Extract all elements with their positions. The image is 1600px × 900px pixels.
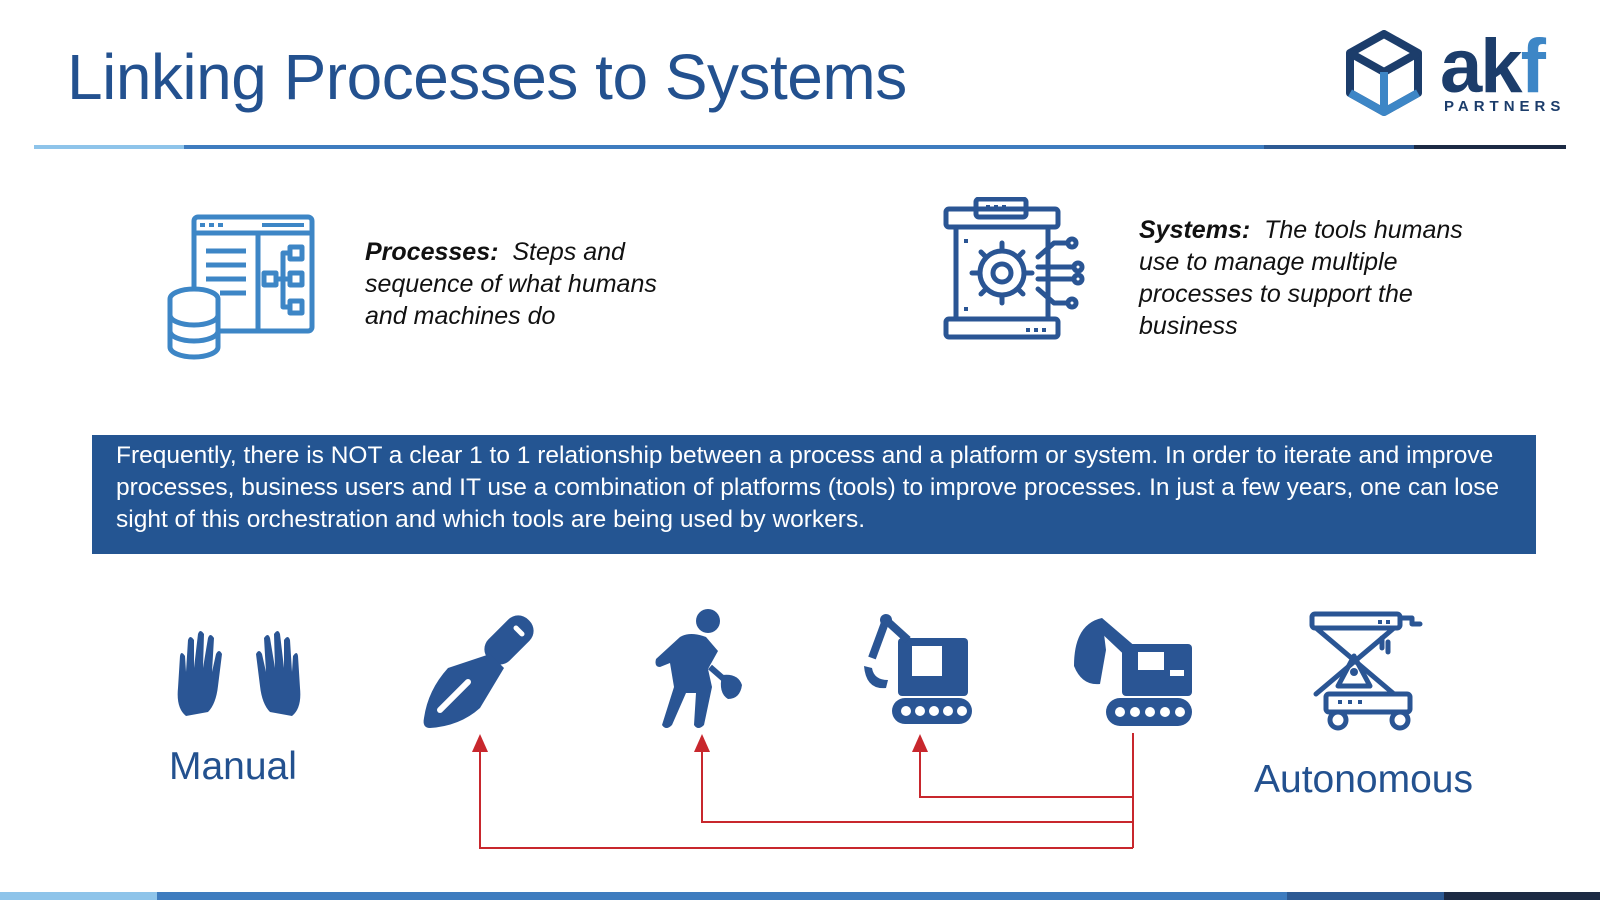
processes-label: Processes:	[365, 238, 499, 266]
autonomous-label: Autonomous	[1254, 758, 1473, 801]
footer-divider	[0, 892, 1600, 900]
systems-label: Systems:	[1139, 216, 1251, 244]
systems-description: Systems: The tools humans use to manage …	[1139, 214, 1509, 342]
worker-shovel-icon	[655, 609, 742, 728]
processes-text: Steps and sequence of what humans and ma…	[365, 238, 657, 330]
banner-text: Frequently, there is NOT a clear 1 to 1 …	[116, 442, 1500, 533]
logo-subtitle: PARTNERS	[1444, 98, 1566, 115]
slide-title: Linking Processes to Systems	[67, 41, 907, 113]
hands-icon	[177, 631, 301, 716]
logo-wordmark: akf	[1440, 24, 1546, 109]
akf-partners-logo: akf PARTNERS	[1344, 24, 1574, 120]
mini-excavator-icon	[864, 614, 972, 724]
excavator-icon	[1074, 618, 1192, 726]
systems-text: The tools humans use to manage multiple …	[1139, 216, 1463, 340]
trowel-icon	[423, 615, 534, 728]
relationship-banner: Frequently, there is NOT a clear 1 to 1 …	[92, 435, 1536, 554]
robot-lift-icon	[1309, 611, 1423, 731]
processes-description: Processes: Steps and sequence of what hu…	[365, 236, 695, 332]
system-gear-circuit-icon	[943, 197, 1085, 340]
title-divider	[34, 145, 1566, 149]
cube-logo-icon	[1346, 30, 1422, 116]
process-database-icon	[167, 214, 315, 360]
manual-label: Manual	[169, 745, 297, 788]
